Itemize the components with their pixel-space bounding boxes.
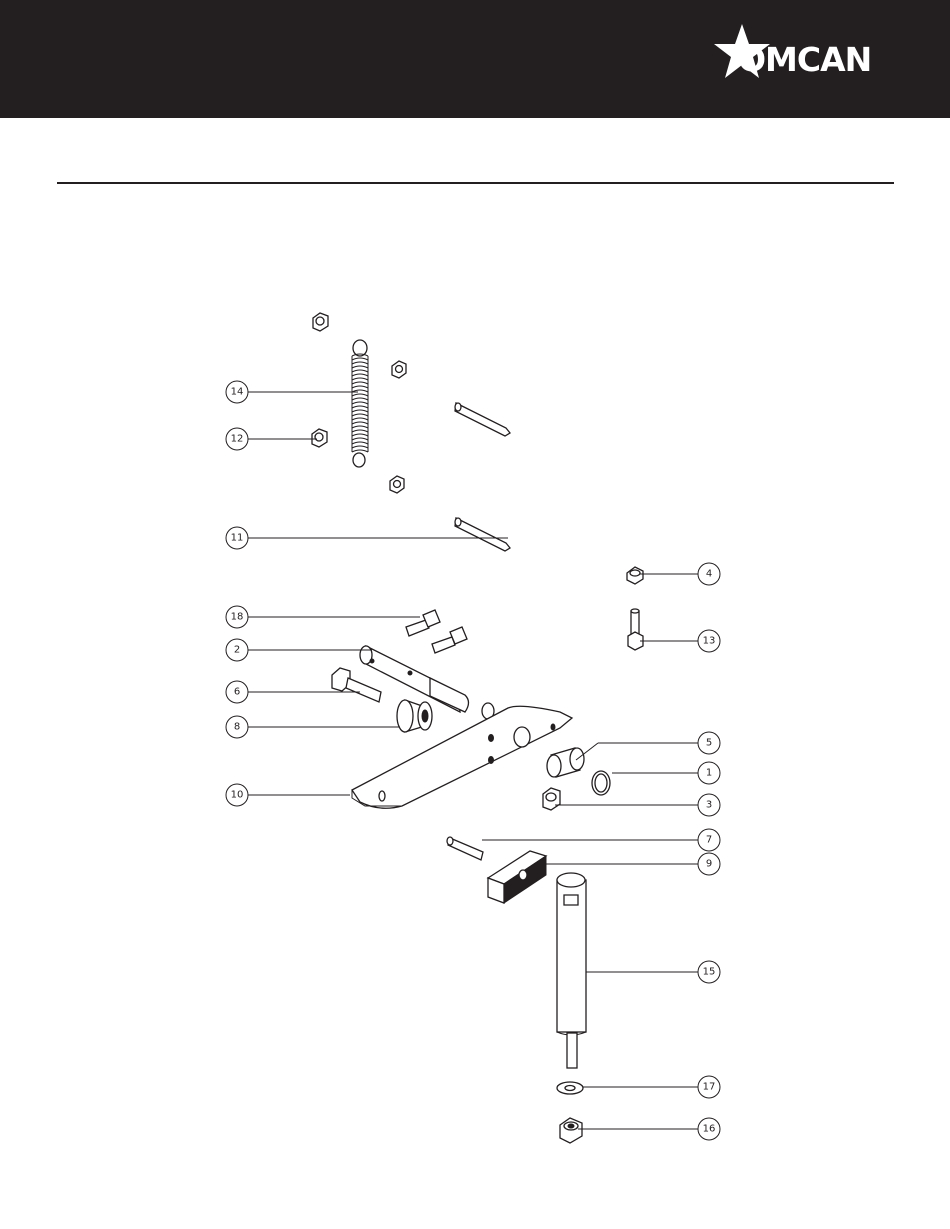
callout-10: 10 [226,784,248,806]
spring-part [352,340,368,467]
callout-1: 1 [698,762,720,784]
svg-text:14: 14 [231,387,244,398]
svg-text:4: 4 [706,569,712,580]
svg-text:18: 18 [231,612,244,623]
pin-part [455,518,510,551]
callout-8: 8 [226,716,248,738]
callout-13: 13 [698,630,720,652]
svg-text:3: 3 [706,800,712,811]
callout-4: 4 [698,563,720,585]
washer-part [557,1082,583,1094]
svg-text:15: 15 [703,967,716,978]
svg-text:7: 7 [706,835,712,846]
shaft-part [360,646,469,712]
pin-part [447,837,483,860]
pin-part [455,403,510,436]
nut-part [392,361,406,378]
lock-nut-part [313,313,328,331]
callout-18: 18 [226,606,248,628]
callout-12: 12 [226,428,248,450]
nut-part [543,788,560,810]
svg-text:17: 17 [703,1082,716,1093]
svg-text:1: 1 [706,768,712,779]
svg-text:9: 9 [706,859,712,870]
lever-arm-part [352,706,572,808]
svg-text:16: 16 [703,1124,716,1135]
nut-part [390,476,404,493]
svg-text:10: 10 [231,790,244,801]
retaining-ring-part [592,771,610,795]
callout-14: 14 [226,381,248,403]
callout-15: 15 [698,961,720,983]
callout-6: 6 [226,681,248,703]
svg-text:8: 8 [234,722,240,733]
callout-7: 7 [698,829,720,851]
svg-text:13: 13 [703,636,716,647]
bushing-part [397,700,432,732]
sleeve-part [547,748,584,777]
callout-2: 2 [226,639,248,661]
socket-screw-part [432,627,467,653]
svg-text:11: 11 [231,533,244,544]
callout-3: 3 [698,794,720,816]
svg-text:12: 12 [231,434,244,445]
callout-9: 9 [698,853,720,875]
callout-11: 11 [226,527,248,549]
lock-nut-part [560,1118,582,1143]
callout-16: 16 [698,1118,720,1140]
svg-text:5: 5 [706,738,712,749]
key-block-part [488,851,546,903]
vertical-shaft-part [557,873,586,1068]
callout-17: 17 [698,1076,720,1098]
hex-bolt-part [332,668,381,702]
nut-part [627,567,643,584]
lock-nut-part [312,429,327,447]
svg-text:6: 6 [234,687,240,698]
callout-5: 5 [698,732,720,754]
socket-screw-part [406,610,440,636]
bolt-part [628,609,643,650]
svg-text:2: 2 [234,645,240,656]
